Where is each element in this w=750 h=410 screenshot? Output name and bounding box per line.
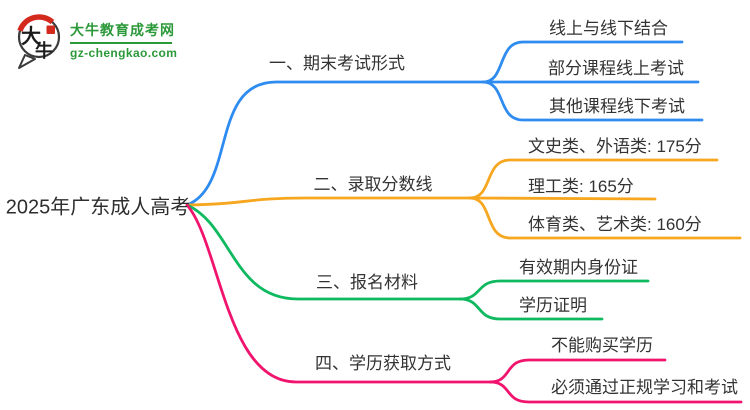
branch-2-item-1: 文史类、外语类: 175分 (528, 137, 702, 157)
branch-1-item-3: 其他课程线下考试 (549, 97, 685, 117)
site-logo: 大 牛 大牛教育成考网 gz-chengkao.com (12, 12, 177, 70)
branch-1-item-1: 线上与线下结合 (549, 19, 668, 39)
central-topic: 2025年广东成人高考 (5, 196, 191, 219)
branch-1-child-3-line (481, 80, 704, 122)
branch-3-line (185, 203, 462, 301)
branch-registration-materials-label: 三、报名材料 (316, 273, 418, 293)
branch-degree-acquisition-label: 四、学历获取方式 (315, 354, 451, 374)
logo-text-block: 大牛教育成考网 gz-chengkao.com (70, 20, 177, 60)
logo-title: 大牛教育成考网 (70, 22, 175, 38)
branch-1-item-2: 部分课程线上考试 (548, 59, 684, 79)
logo-divider (70, 42, 172, 44)
branch-2-child-3-line (468, 196, 742, 240)
branch-3-child-2-line (458, 297, 604, 321)
branch-2-line (185, 196, 472, 207)
branch-4-item-1: 不能购买学历 (551, 336, 653, 356)
logo-bull-icon: 大 牛 (17, 14, 61, 69)
branch-exam-format-label: 一、期末考试形式 (269, 54, 405, 74)
branch-2-child-2-line (468, 196, 657, 201)
branch-admission-scores-label: 二、录取分数线 (313, 175, 433, 195)
branch-4-line (185, 203, 492, 384)
logo-domain: gz-chengkao.com (70, 46, 178, 60)
branch-3-item-1: 有效期内身份证 (519, 258, 638, 278)
branch-2-child-1-line (468, 158, 719, 200)
logo-char-bottom: 牛 (35, 40, 53, 62)
branch-3-item-2: 学历证明 (519, 296, 587, 316)
branch-1-child-1-line (481, 40, 684, 84)
branch-2-item-2: 理工类: 165分 (528, 177, 634, 197)
branch-4-child-1-line (488, 358, 667, 384)
branch-4-child-2-line (488, 380, 743, 404)
logo-red-arc (17, 14, 55, 32)
branch-1-line (185, 80, 485, 207)
logo-char-top: 大 (21, 24, 41, 48)
branch-4-item-2: 必须通过正规学习和考试 (551, 378, 738, 398)
branch-2-item-3: 体育类、艺术类: 160分 (528, 215, 702, 235)
logo-seal (46, 25, 55, 34)
